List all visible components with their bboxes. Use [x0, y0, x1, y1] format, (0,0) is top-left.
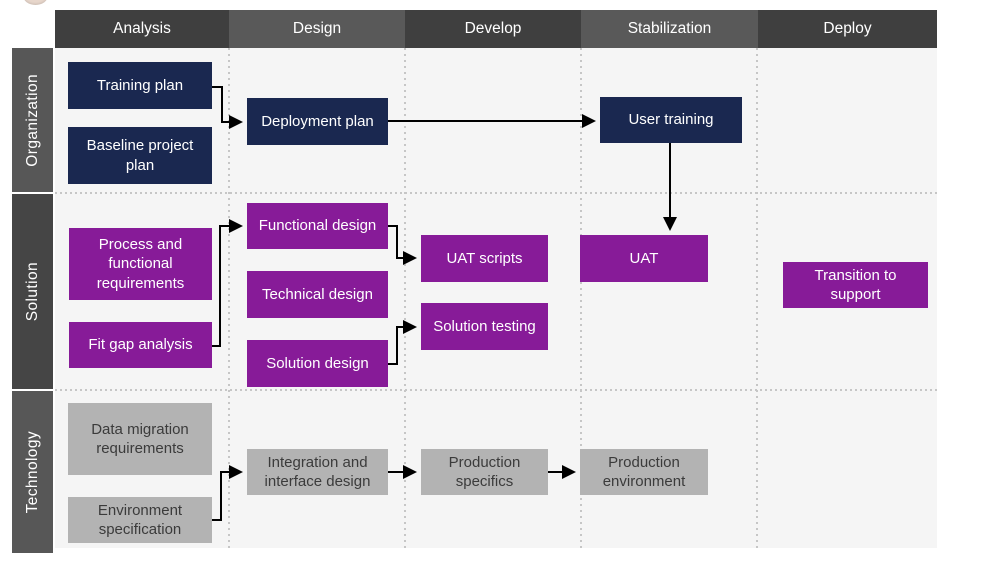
partial-circle-decoration: [23, 0, 48, 5]
node-technical-design: Technical design: [247, 271, 388, 318]
phase-header-analysis: Analysis: [55, 10, 229, 48]
node-production-environment: Production environment: [580, 449, 708, 495]
node-integration-interface-design: Integration and interface design: [247, 449, 388, 495]
lane-label: Organization: [23, 73, 41, 167]
row-divider: [55, 389, 937, 391]
node-label: UAT: [629, 249, 659, 267]
phase-label: Analysis: [113, 20, 171, 37]
node-label: Transition to support: [814, 266, 897, 304]
node-user-training: User training: [600, 97, 742, 143]
phase-label: Deploy: [823, 20, 872, 37]
row-divider: [55, 192, 937, 194]
node-solution-testing: Solution testing: [421, 303, 548, 350]
node-baseline-project-plan: Baseline project plan: [68, 127, 212, 184]
node-label: Training plan: [96, 76, 184, 94]
node-functional-design: Functional design: [247, 203, 388, 249]
node-label: Deployment plan: [261, 112, 374, 130]
node-deployment-plan: Deployment plan: [247, 98, 388, 145]
node-uat: UAT: [580, 235, 708, 282]
node-label: Solution testing: [433, 317, 536, 335]
node-label: Environment specification: [97, 501, 183, 539]
node-label: UAT scripts: [446, 249, 523, 267]
node-label: Integration and interface design: [264, 453, 371, 491]
column-divider: [404, 48, 406, 548]
phase-header-deploy: Deploy: [758, 10, 937, 48]
column-divider: [756, 48, 758, 548]
node-environment-specification: Environment specification: [68, 497, 212, 543]
node-label: Fit gap analysis: [88, 336, 193, 354]
lane-label: Solution: [23, 261, 41, 322]
node-label: Baseline project plan: [86, 137, 194, 174]
lane-label-solution: Solution: [12, 194, 53, 389]
lane-label-organization: Organization: [12, 48, 53, 192]
phase-header-design: Design: [229, 10, 405, 48]
lane-label: Technology: [23, 430, 41, 514]
node-transition-to-support: Transition to support: [783, 262, 928, 308]
node-uat-scripts: UAT scripts: [421, 235, 548, 282]
node-training-plan: Training plan: [68, 62, 212, 109]
node-production-specifics: Production specifics: [421, 449, 548, 495]
phase-header-stabilization: Stabilization: [581, 10, 758, 48]
node-solution-design: Solution design: [247, 340, 388, 387]
node-label: Production specifics: [448, 453, 521, 491]
node-label: Process and functional requirements: [96, 235, 185, 292]
node-label: User training: [628, 111, 714, 129]
phase-label: Stabilization: [627, 20, 712, 37]
node-label: Solution design: [266, 354, 369, 372]
phase-header-develop: Develop: [405, 10, 581, 48]
column-divider: [228, 48, 230, 548]
node-process-functional-requirements: Process and functional requirements: [69, 228, 212, 300]
node-label: Data migration requirements: [91, 420, 189, 458]
lane-label-technology: Technology: [12, 391, 53, 553]
node-fit-gap-analysis: Fit gap analysis: [69, 322, 212, 368]
node-label: Technical design: [262, 285, 373, 303]
node-label: Functional design: [258, 217, 377, 235]
phase-label: Design: [292, 20, 342, 37]
node-label: Production environment: [602, 453, 686, 491]
column-divider: [580, 48, 582, 548]
node-data-migration-requirements: Data migration requirements: [68, 403, 212, 475]
phase-label: Develop: [464, 20, 522, 37]
